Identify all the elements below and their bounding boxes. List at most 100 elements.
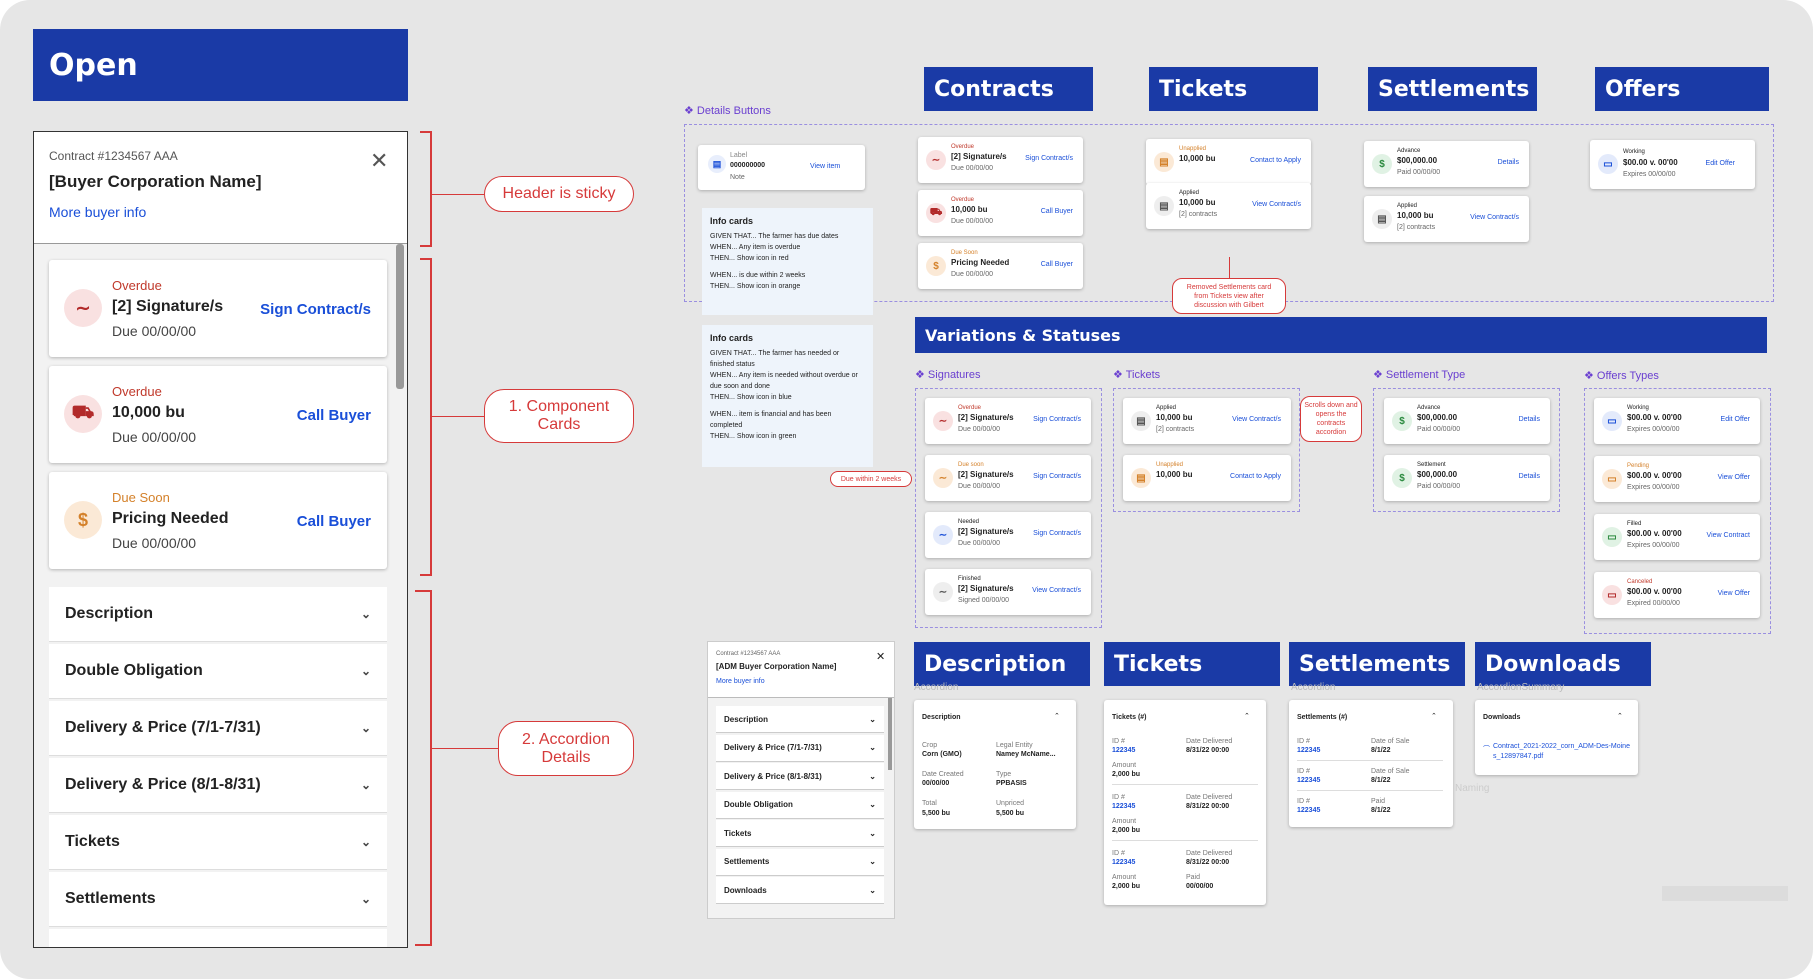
accordion-row[interactable]: Delivery & Price (7/1-7/31)⌄ [49,701,387,756]
status-card[interactable]: ⛟ Overdue 10,000 bu Due 00/00/00 Call Bu… [918,190,1083,236]
card-action-link[interactable]: Details [1518,416,1540,423]
status-card[interactable]: $ Due Soon Pricing Needed Due 00/00/00 C… [918,243,1083,289]
chevron-up-icon[interactable]: ⌃ [1431,713,1437,720]
chevron-up-icon[interactable]: ⌃ [1617,713,1623,720]
tickets-header: Tickets [1149,67,1318,111]
type-label: Type [996,771,1012,778]
status-card[interactable]: ▤ Applied 10,000 bu [2] contracts View C… [1123,398,1291,444]
accordion-label: Double Obligation [65,662,203,679]
card-action-link[interactable]: Edit Offer [1705,160,1735,167]
component-card[interactable]: $ Due Soon Pricing Needed Due 00/00/00 C… [49,472,387,569]
accordion-row[interactable]: Tickets⌄ [49,815,387,870]
accordion-row[interactable]: Delivery & Price (8/1-8/31)⌄ [49,758,387,813]
card-action-link[interactable]: View Contract/s [1470,214,1519,221]
accordion-row[interactable]: Settlements⌄ [49,872,387,927]
status-card[interactable]: ▭ Working $00.00 v. 00'00 Expires 00/00/… [1590,140,1755,189]
card-action-link[interactable]: View Contract [1706,532,1750,539]
component-card[interactable]: ∼ Overdue [2] Signature/s Due 00/00/00 S… [49,260,387,357]
accordion-row[interactable]: Description⌄ [49,587,387,642]
mini-row-label: Delivery & Price (8/1-8/31) [724,771,822,781]
mini-accordion-row[interactable]: Settlements⌄ [716,848,884,876]
card-action-link[interactable]: Details [1518,473,1540,480]
mini-accordion-row[interactable]: Double Obligation⌄ [716,791,884,819]
close-icon[interactable]: ✕ [370,148,389,173]
card-title: 10,000 bu [1179,154,1216,163]
scrollbar[interactable] [396,244,404,389]
card-action-link[interactable]: Call Buyer [296,407,371,424]
card-title: 10,000 bu [1156,470,1193,479]
details-button-card[interactable]: ▤ Label 000000000 Note View item [698,145,865,190]
value: 000000000 [730,162,766,169]
settlement-id-link[interactable]: 122345 [1297,747,1321,754]
card-action-link[interactable]: View Contract/s [1252,201,1301,208]
download-file-link[interactable]: Contract_2021-2022_corn_ADM-Des-Moines_1… [1493,743,1630,760]
mini-accordion-row[interactable]: Downloads⌄ [716,877,884,904]
more-buyer-info-link[interactable]: More buyer info [49,204,147,220]
dc-label: Date Created [922,771,964,778]
card-action-link[interactable]: Call Buyer [1040,208,1073,215]
mini-accordion-row[interactable]: Description⌄ [716,706,884,733]
settlement-id-link[interactable]: 122345 [1297,807,1321,814]
accordion-row[interactable]: Double Obligation⌄ [49,644,387,699]
status-card[interactable]: ▭ Pending $00.00 v. 00'00 Expires 00/00/… [1594,456,1760,502]
info-line: WHEN... Any item is needed without overd… [710,372,858,390]
card-action-link[interactable]: Sign Contract/s [1025,155,1073,162]
card-action-link[interactable]: Sign Contract/s [1033,530,1081,537]
mini-accordion-row[interactable]: Delivery & Price (8/1-8/31)⌄ [716,763,884,790]
mini-accordion-row[interactable]: Tickets⌄ [716,820,884,847]
card-action-link[interactable]: Edit Offer [1720,416,1750,423]
signature-icon: ∼ [933,468,953,488]
status-card[interactable]: ▭ Canceled $00.00 v. 00'00 Expired 00/00… [1594,572,1760,618]
card-action-link[interactable]: View Contract/s [1232,416,1281,423]
card-action-link[interactable]: Sign Contract/s [1033,473,1081,480]
money-icon: ▭ [1602,527,1622,547]
settlement-id-link[interactable]: 122345 [1297,777,1321,784]
ticket-id-link[interactable]: 122345 [1112,859,1136,866]
status-card[interactable]: ∼ Overdue [2] Signature/s Due 00/00/00 S… [918,137,1083,183]
paid-value: 00/00/00 [1186,883,1214,890]
status-card[interactable]: ▤ Unapplied 10,000 bu Contact to Apply [1146,139,1311,185]
description-accordion-card: Description ⌃ Crop Corn (GMO) Legal Enti… [914,700,1076,829]
accordion-row[interactable] [49,929,387,947]
close-icon[interactable]: ✕ [876,651,886,663]
card-action-link[interactable]: Call Buyer [1040,261,1073,268]
card-action-link[interactable]: Sign Contract/s [1033,416,1081,423]
card-action-link[interactable]: Contact to Apply [1230,473,1281,480]
status-card[interactable]: ▭ Filled $00.00 v. 00'00 Expires 00/00/0… [1594,514,1760,560]
status-card[interactable]: ▤ Applied 10,000 bu [2] contracts View C… [1146,183,1311,229]
view-item-link[interactable]: View item [810,163,841,170]
chevron-up-icon[interactable]: ⌃ [1244,713,1250,720]
card-action-link[interactable]: Sign Contract/s [260,301,371,318]
card-action-link[interactable]: View Offer [1717,474,1750,481]
card-status: Unapplied [1179,146,1207,152]
status-card[interactable]: ∼ Overdue [2] Signature/s Due 00/00/00 S… [925,398,1091,444]
status-card[interactable]: $ Advance $00,000.00 Paid 00/00/00 Detai… [1384,398,1550,444]
chevron-up-icon[interactable]: ⌃ [1054,713,1060,720]
status-card[interactable]: ∼ Finished [2] Signature/s Signed 00/00/… [925,569,1091,615]
status-card[interactable]: ▤ Unapplied 10,000 bu Contact to Apply [1123,455,1291,501]
card-title: $00,000.00 [1397,156,1438,165]
ticket-id-link[interactable]: 122345 [1112,803,1136,810]
scrollbar[interactable] [888,698,892,770]
status-card[interactable]: $ Advance $00,000.00 Paid 00/00/00 Detai… [1364,141,1529,187]
card-action-link[interactable]: View Offer [1717,590,1750,597]
card-title: Pricing Needed [112,510,229,527]
component-card[interactable]: ⛟ Overdue 10,000 bu Due 00/00/00 Call Bu… [49,366,387,463]
ticket-id-link[interactable]: 122345 [1112,747,1136,754]
card-action-link[interactable]: Call Buyer [296,513,371,530]
card-action-link[interactable]: Details [1497,159,1519,166]
status-card[interactable]: ▭ Working $00.00 v. 00'00 Expires 00/00/… [1594,398,1760,444]
card-action-link[interactable]: Contact to Apply [1250,157,1301,164]
card-status: Filled [1627,521,1642,527]
card-sub: Due 00/00/00 [951,218,994,225]
status-card[interactable]: ▤ Applied 10,000 bu [2] contracts View C… [1364,196,1529,242]
status-card[interactable]: $ Settlement $00,000.00 Paid 00/00/00 De… [1384,455,1550,501]
status-card[interactable]: ∼ Needed [2] Signature/s Due 00/00/00 Si… [925,512,1091,558]
signature-icon: ∼ [933,525,953,545]
mini-more-link[interactable]: More buyer info [716,678,765,685]
card-status: Applied [1397,203,1418,209]
status-card[interactable]: ∼ Due soon [2] Signature/s Due 00/00/00 … [925,455,1091,501]
card-action-link[interactable]: View Contract/s [1032,587,1081,594]
mini-accordion-row[interactable]: Delivery & Price (7/1-7/31)⌄ [716,734,884,762]
card-title: [2] Signature/s [958,584,1014,593]
